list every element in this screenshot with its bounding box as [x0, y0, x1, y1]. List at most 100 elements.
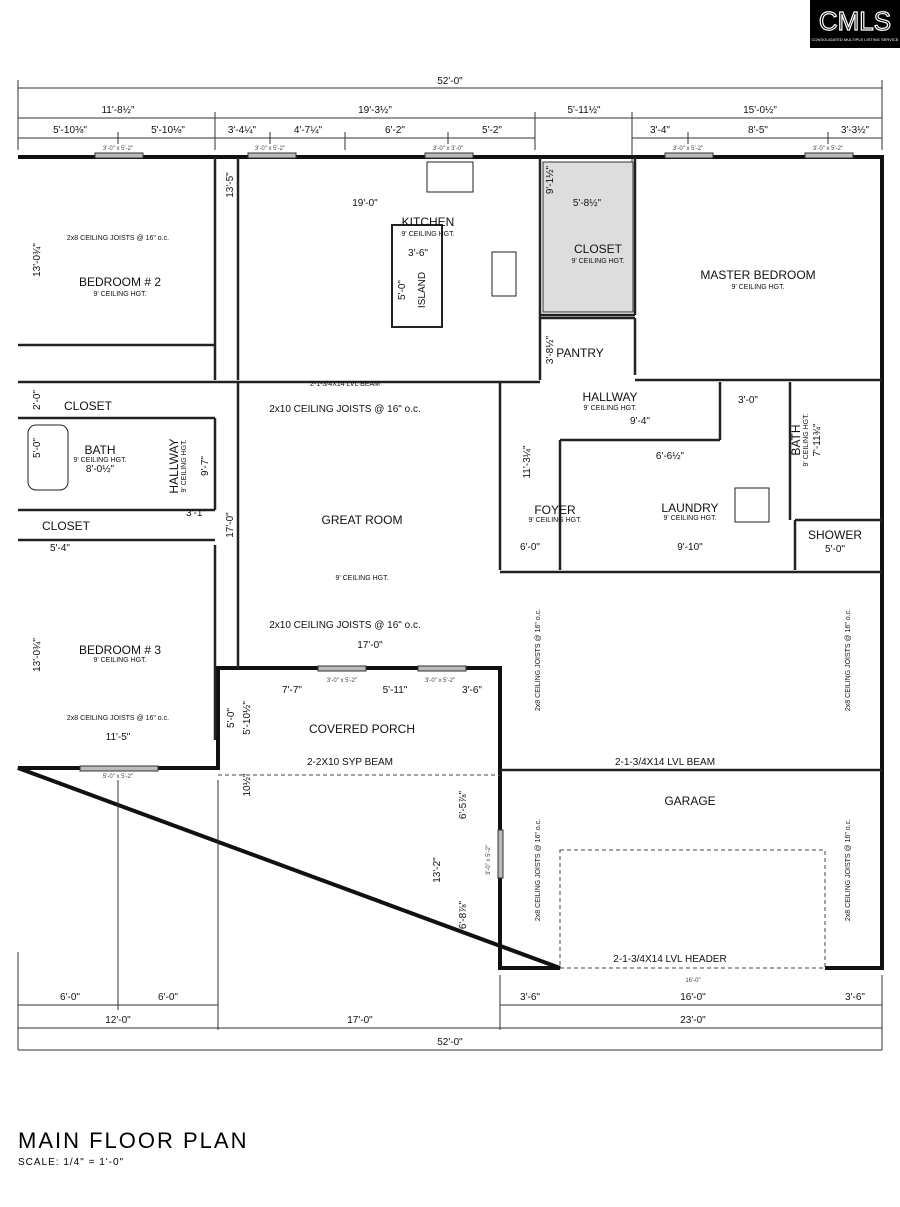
dim: 8'-0½" — [86, 464, 115, 475]
room-bath-1: BATH — [84, 443, 115, 457]
dim-bottom: 16'-0" — [680, 992, 706, 1003]
room-labels: 2x8 CEILING JOISTS @ 16" o.c. BEDROOM # … — [32, 165, 862, 965]
dim: 5'-0" — [32, 438, 43, 458]
ceiling-note: 9' CEILING HGT. — [335, 575, 388, 582]
joist-note: 2x8 CEILING JOISTS @ 16" o.c. — [845, 609, 852, 711]
window-labels: 3'-0" x 5'-2" 3'-0" x 5'-2" 3'-0" x 3'-0… — [103, 146, 843, 875]
water-heater — [734, 487, 770, 523]
dim: 3'-6" — [462, 685, 482, 696]
joist-note: 2x8 CEILING JOISTS @ 16" o.c. — [535, 609, 542, 711]
dim-bottom: 23'-0" — [680, 1015, 706, 1026]
room-foyer: FOYER — [534, 503, 576, 517]
dim: 6'-6½" — [656, 451, 685, 462]
dim-top: 8'-5" — [748, 125, 768, 136]
header-note: 2-1-3/4X14 LVL HEADER — [613, 954, 726, 965]
ceiling-note: 9' CEILING HGT. — [93, 657, 146, 664]
joist-note: 2x10 CEILING JOISTS @ 16" o.c. — [269, 620, 421, 631]
beam-note: 2-1-3/4X14 LVL BEAM — [615, 757, 715, 768]
dim: 6'-0" — [520, 542, 540, 553]
dim: 3'-6" — [408, 248, 428, 259]
dim-garage-door: 16'-0" — [685, 978, 700, 984]
room-great-room: GREAT ROOM — [322, 513, 403, 527]
ceiling-note: 9' CEILING HGT. — [181, 439, 188, 492]
room-bedroom-3: BEDROOM # 3 — [79, 643, 161, 657]
ceiling-note: 9' CEILING HGT. — [663, 515, 716, 522]
dim: 9'-10" — [677, 542, 703, 553]
dim-bottom-overall: 52'-0" — [437, 1037, 463, 1048]
window-label: 3'-0" x 5'-2" — [103, 146, 133, 152]
room-hallway-right: HALLWAY — [582, 390, 637, 404]
dim: 9'-7" — [200, 456, 211, 476]
dim: 13'-0¾" — [32, 638, 43, 672]
dim: 5'-0" — [226, 708, 237, 728]
logo-graphic: CMLS CONSOLIDATED MULTIPLE LISTING SERVI… — [812, 5, 899, 42]
logo-text: CMLS — [819, 6, 891, 36]
room-closet-2: CLOSET — [42, 519, 91, 533]
dim: 5'-8½" — [573, 198, 602, 209]
dim-top: 5'-10⅜" — [53, 125, 87, 136]
dim: 3'-1" — [186, 508, 206, 519]
room-laundry: LAUNDRY — [661, 501, 718, 515]
window-label: 3'-0" x 3'-0" — [433, 146, 463, 152]
dim-bottom: 12'-0" — [105, 1015, 131, 1026]
kitchen-sink — [426, 161, 474, 193]
dim: 5'-10½" — [242, 701, 253, 735]
dim-bottom: 3'-6" — [520, 992, 540, 1003]
dim: 11'-5" — [106, 732, 131, 743]
windows — [79, 152, 854, 879]
range — [491, 251, 517, 297]
room-shower: SHOWER — [808, 528, 862, 542]
dim: 13'-5" — [225, 172, 236, 198]
island-label: ISLAND — [417, 272, 428, 308]
joist-note: 2x8 CEILING JOISTS @ 16" o.c. — [535, 819, 542, 921]
dim: 6'-5⅞" — [458, 790, 469, 819]
dim-top-overall: 52'-0" — [437, 76, 463, 87]
room-bedroom-2: BEDROOM # 2 — [79, 275, 161, 289]
ceiling-note: 9' CEILING HGT. — [401, 231, 454, 238]
dim: 7'-7" — [282, 685, 302, 696]
ceiling-note: 9' CEILING HGT. — [93, 291, 146, 298]
dim: 5'-11" — [383, 685, 408, 696]
room-pantry: PANTRY — [556, 346, 604, 360]
dim-bottom: 6'-0" — [158, 992, 178, 1003]
top-dimensions — [17, 80, 883, 170]
dim-top: 3'-3½" — [841, 125, 870, 136]
dim: 13'-2" — [432, 857, 443, 883]
garage-door — [559, 849, 826, 969]
dim: 9'-1½" — [545, 165, 556, 194]
dim: 5'-0" — [825, 544, 845, 555]
dim-top: 19'-3½" — [358, 105, 392, 116]
bathtub — [27, 424, 69, 491]
window-label: 3'-0" x 5'-2" — [813, 146, 843, 152]
window-label: 3'-0" x 5'-2" — [673, 146, 703, 152]
dim: 10½" — [242, 773, 253, 796]
dim-top: 4'-7¼" — [294, 124, 323, 136]
ceiling-note: 9' CEILING HGT. — [731, 284, 784, 291]
joist-note: 2x8 CEILING JOISTS @ 16" o.c. — [67, 235, 169, 242]
dim-top: 5'-10⅛" — [151, 125, 185, 136]
interior-walls — [18, 157, 882, 772]
dim: 7'-11¾" — [812, 423, 823, 457]
cmls-logo: CMLS CONSOLIDATED MULTIPLE LISTING SERVI… — [810, 0, 900, 48]
ceiling-note: 9' CEILING HGT. — [583, 405, 636, 412]
plan-scale: SCALE: 1/4" = 1'-0" — [18, 1157, 125, 1168]
beam-note: 2-2X10 SYP BEAM — [307, 757, 393, 768]
window-label: 5'-0" x 5'-2" — [103, 774, 133, 780]
dim: 17'-0" — [225, 512, 236, 538]
dim-top: 5'-11½" — [567, 105, 601, 116]
dim-top: 5'-2" — [482, 125, 502, 136]
window-label: 3'-0" x 5'-2" — [255, 146, 285, 152]
dim: 5'-4" — [50, 543, 70, 554]
dim: 11'-3¼" — [521, 445, 533, 479]
dim: 3'-0" — [738, 395, 758, 406]
ceiling-note: 9' CEILING HGT. — [528, 517, 581, 524]
dim: 3'-8½" — [545, 335, 556, 364]
room-garage: GARAGE — [664, 794, 715, 808]
window-label: 3'-0" x 5'-2" — [425, 678, 455, 684]
dim: 13'-0¾" — [32, 243, 43, 277]
dim: 9'-4" — [630, 416, 650, 427]
closet-shelving — [542, 161, 634, 313]
ceiling-note: 9' CEILING HGT. — [803, 413, 810, 466]
dim-top: 3'-4" — [650, 125, 670, 136]
